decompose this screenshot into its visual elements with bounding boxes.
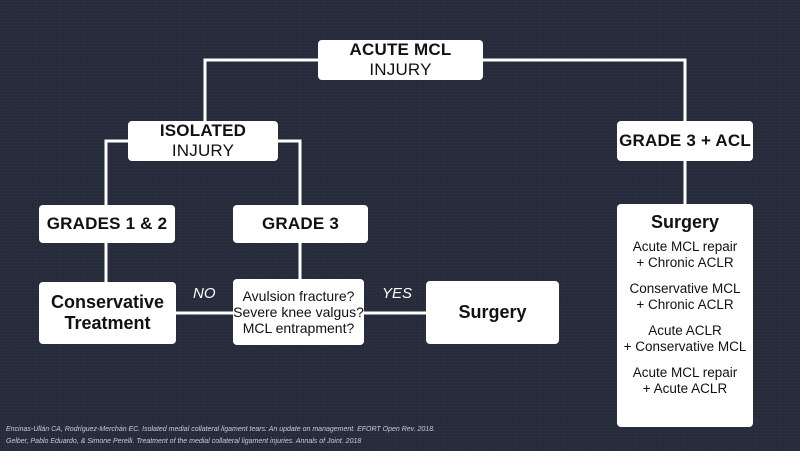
root-rest-text: INJURY (369, 60, 432, 79)
question-line3: MCL entrapment? (242, 320, 355, 336)
surgery-option-4: Acute MCL repair + Acute ACLR (633, 365, 738, 397)
isolated-injury-node: ISOLATED INJURY (128, 121, 278, 161)
edge-label-yes: YES (382, 285, 413, 302)
grade3-node: GRADE 3 (233, 205, 368, 243)
option1-line2: + Chronic ACLR (636, 255, 734, 270)
option2-line2: + Chronic ACLR (636, 297, 734, 312)
conservative-line1: Conservative (50, 292, 165, 312)
connector-isolated-grades12 (104, 139, 128, 205)
grade3-acl-node: GRADE 3 + ACL (617, 121, 753, 161)
option4-line1: Acute MCL repair (632, 365, 738, 380)
option2-line1: Conservative MCL (629, 281, 741, 296)
decision-question-node: Avulsion fracture? Severe knee valgus? M… (233, 279, 364, 345)
reference-2: Gelber, Pablo Eduardo, & Simone Perelli.… (6, 438, 362, 445)
question-line2: Severe knee valgus? (233, 304, 364, 320)
surgery-options-title: Surgery (650, 212, 720, 232)
surgery-node: Surgery (426, 281, 559, 344)
reference-1: Encinas-Ullán CA, Rodríguez-Merchán EC. … (6, 426, 436, 433)
grade3-text: GRADE 3 (262, 214, 339, 233)
edge-label-no: NO (193, 285, 216, 302)
grades12-text: GRADES 1 & 2 (46, 214, 168, 233)
grade3-acl-text: GRADE 3 + ACL (619, 131, 751, 150)
acute-mcl-injury-node: ACUTE MCL INJURY (318, 40, 483, 80)
surgery-options-node: Surgery Acute MCL repair + Chronic ACLR … (617, 204, 753, 427)
isolated-rest-text: INJURY (171, 141, 235, 160)
option4-line2: + Acute ACLR (642, 381, 728, 396)
references: Encinas-Ullán CA, Rodríguez-Merchán EC. … (6, 424, 435, 448)
surgery-option-1: Acute MCL repair + Chronic ACLR (633, 239, 738, 271)
option1-line1: Acute MCL repair (632, 239, 738, 254)
surgery-mid-text: Surgery (458, 302, 527, 322)
connector-root-isolated (203, 58, 318, 121)
conservative-treatment-node: Conservative Treatment (39, 282, 176, 344)
root-bold-text: ACUTE MCL (349, 40, 452, 59)
option3-line2: + Conservative MCL (623, 339, 747, 354)
surgery-option-3: Acute ACLR + Conservative MCL (624, 323, 747, 355)
connector-root-grade3acl (483, 58, 687, 121)
option3-line1: Acute ACLR (648, 323, 722, 338)
conservative-line2: Treatment (64, 313, 151, 333)
connector-isolated-grade3 (278, 139, 302, 205)
question-line1: Avulsion fracture? (242, 288, 355, 304)
grades-1-2-node: GRADES 1 & 2 (39, 205, 175, 243)
isolated-bold-text: ISOLATED (159, 121, 247, 140)
surgery-option-2: Conservative MCL + Chronic ACLR (629, 281, 740, 313)
